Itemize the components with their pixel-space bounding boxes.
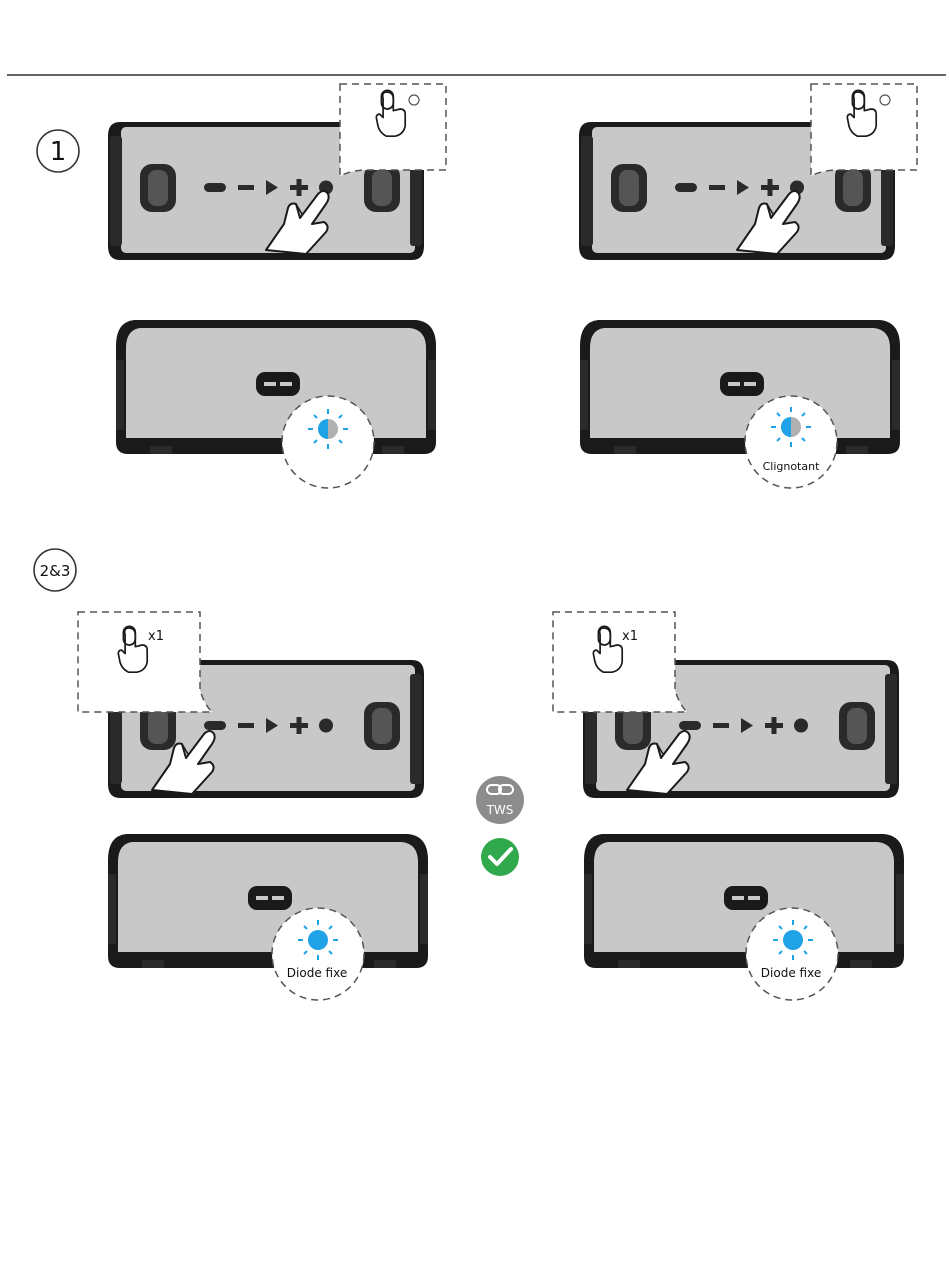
tws-label: TWS — [486, 803, 514, 817]
led-blinking-label: Clignotant — [763, 460, 821, 473]
step23-right-led-callout: Diode fixe — [746, 908, 838, 1000]
step23-left-led-callout: Diode fixe — [272, 908, 364, 1000]
press-count-left: x1 — [148, 629, 164, 644]
step23-left-press-callout: x1 — [78, 612, 212, 712]
step1-left-led-callout — [282, 396, 374, 488]
step-23-label: 2&3 — [40, 562, 71, 580]
tws-link-icon: TWS — [476, 776, 524, 824]
step1-left-speaker-back — [116, 320, 436, 454]
step23-left-speaker-back — [108, 834, 428, 968]
step23-right-press-callout: x1 — [553, 612, 687, 712]
led-solid-label: Diode fixe — [761, 966, 821, 980]
step-23-marker: 2&3 — [34, 549, 76, 591]
step1-left-press-callout — [340, 84, 446, 176]
check-circle-icon — [481, 838, 519, 876]
step1-right-press-callout — [811, 84, 917, 176]
step23-right-speaker-back — [584, 834, 904, 968]
step1-right-speaker-back — [580, 320, 900, 454]
step1-right-led-callout: Clignotant — [745, 396, 837, 488]
press-count-right: x1 — [622, 629, 638, 644]
led-solid-label: Diode fixe — [287, 966, 347, 980]
step-1-label: 1 — [50, 137, 67, 167]
step-1-marker: 1 — [37, 130, 79, 172]
